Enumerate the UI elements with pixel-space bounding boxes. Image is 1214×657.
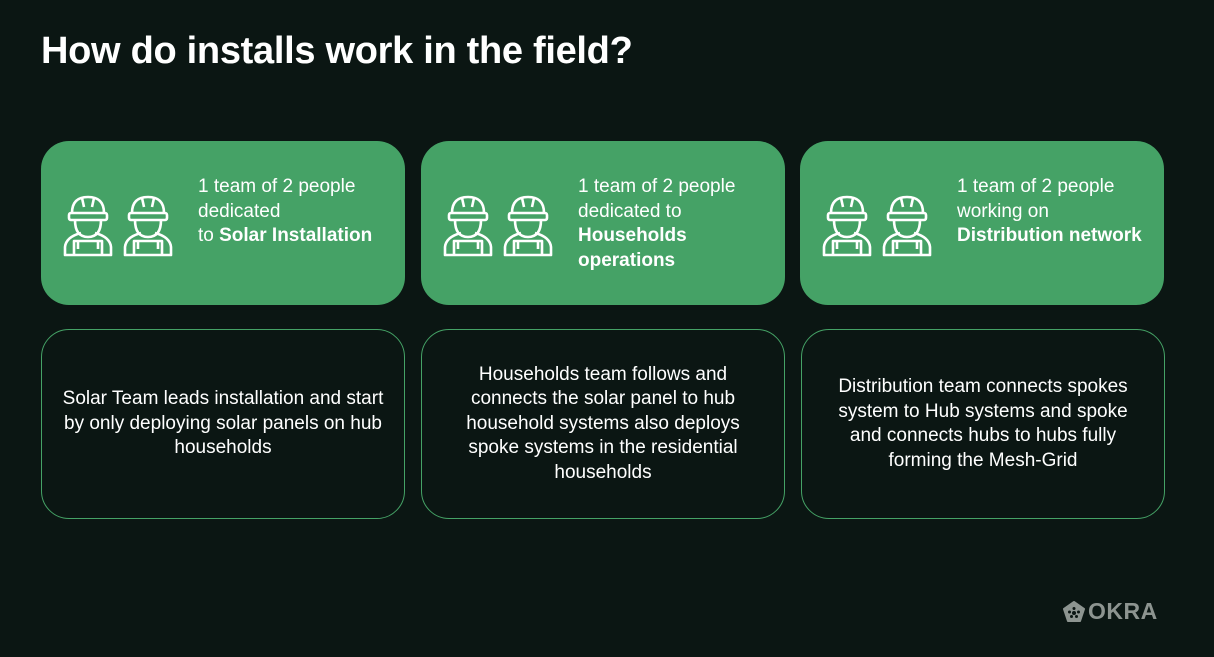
worker-icon bbox=[880, 191, 934, 262]
okra-logo: OKRA bbox=[1063, 598, 1158, 625]
team-name: Solar Installation bbox=[219, 225, 373, 246]
worker-icon bbox=[441, 191, 495, 262]
team-name: Distribution network bbox=[957, 225, 1142, 246]
team-line: 1 team of 2 people bbox=[578, 176, 736, 197]
team-line: 1 team of 2 people bbox=[198, 176, 356, 197]
worker-icon bbox=[61, 191, 115, 262]
team-line: 1 team of 2 people bbox=[957, 176, 1115, 197]
team-line: dedicated bbox=[198, 200, 281, 222]
worker-icon bbox=[121, 191, 175, 262]
team-summary: 1 team of 2 people working on Distribution… bbox=[957, 175, 1147, 249]
description-text: Solar Team leads installation and start … bbox=[62, 388, 384, 459]
team-summary: 1 team of 2 people dedicated to Households… bbox=[578, 175, 768, 273]
page-title: How do installs work in the field? bbox=[41, 30, 633, 72]
pentagon-flower-icon bbox=[1063, 600, 1085, 622]
team-card: 1 team of 2 people dedicated to Solar Inst… bbox=[41, 141, 405, 305]
team-line: dedicated to bbox=[578, 200, 682, 222]
team-card: 1 team of 2 people working on Distribution… bbox=[800, 141, 1164, 305]
description-text: Distribution team connects spokes system… bbox=[838, 376, 1128, 471]
logo-text: OKRA bbox=[1088, 598, 1158, 624]
workers-icon bbox=[820, 191, 934, 262]
team-description: Distribution team connects spokes system… bbox=[801, 329, 1165, 519]
team-description: Households team follows and connects the… bbox=[421, 329, 785, 519]
workers-icon bbox=[441, 191, 555, 262]
team-name: Households operations bbox=[578, 225, 687, 271]
team-line: working on bbox=[957, 200, 1049, 222]
team-description: Solar Team leads installation and start … bbox=[41, 329, 405, 519]
worker-icon bbox=[820, 191, 874, 262]
team-line: to bbox=[198, 225, 220, 246]
team-card: 1 team of 2 people dedicated to Households… bbox=[421, 141, 785, 305]
team-summary: 1 team of 2 people dedicated to Solar Inst… bbox=[198, 175, 388, 249]
workers-icon bbox=[61, 191, 175, 262]
description-text: Households team follows and connects the… bbox=[466, 363, 740, 483]
worker-icon bbox=[501, 191, 555, 262]
